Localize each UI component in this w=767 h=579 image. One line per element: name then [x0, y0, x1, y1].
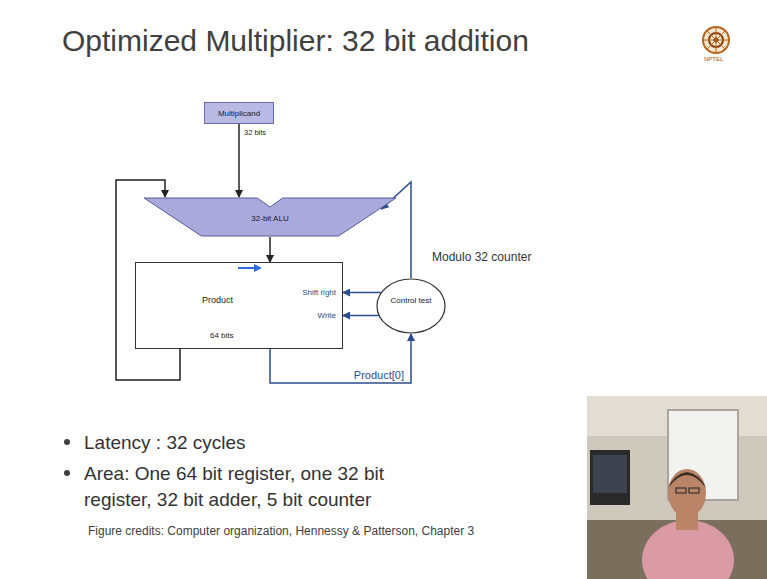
register-name: Product [202, 295, 233, 305]
figure-credit: Figure credits: Computer organization, H… [88, 524, 474, 538]
signal-wire [238, 124, 240, 197]
speaker-video [587, 396, 767, 579]
signal-wire [343, 315, 379, 317]
product-register: Product Shift rightWrite [135, 262, 343, 349]
ellipse-outline [376, 278, 446, 334]
bit-width: 64 bits [210, 331, 234, 340]
bullet-text: Latency : 32 cycles [84, 430, 246, 456]
signal-wire [269, 237, 271, 262]
bullet-text: Area: One 64 bit register, one 32 bit re… [84, 461, 429, 513]
control-signal: Write [317, 311, 336, 320]
alu-shape [144, 198, 396, 236]
multiplicand-register: Multiplicand [204, 102, 274, 124]
shift-direction-arrow [238, 264, 262, 272]
logo-text: NPTEL [704, 56, 723, 62]
signal-wire [343, 292, 382, 294]
nptel-logo [703, 27, 729, 53]
control-name: Control test [386, 296, 436, 306]
bullet-dot [64, 439, 70, 445]
control-ellipse: Control test [376, 278, 446, 334]
ellipse-shape [377, 279, 445, 333]
control-signal: Shift right [302, 288, 336, 297]
alu-name: 32-bit ALU [143, 214, 397, 223]
alu-trapezoid: 32-bit ALU [143, 197, 397, 237]
register-name: Multiplicand [205, 109, 273, 118]
counter-note: Modulo 32 counter [432, 250, 531, 264]
signal-wire [381, 182, 411, 278]
signal-wire [270, 334, 411, 383]
slide-title: Optimized Multiplier: 32 bit addition [62, 24, 529, 58]
bit-width: 32 bits [244, 128, 266, 137]
signal-name: Product[0] [353, 369, 405, 381]
bullet-dot [64, 470, 70, 476]
